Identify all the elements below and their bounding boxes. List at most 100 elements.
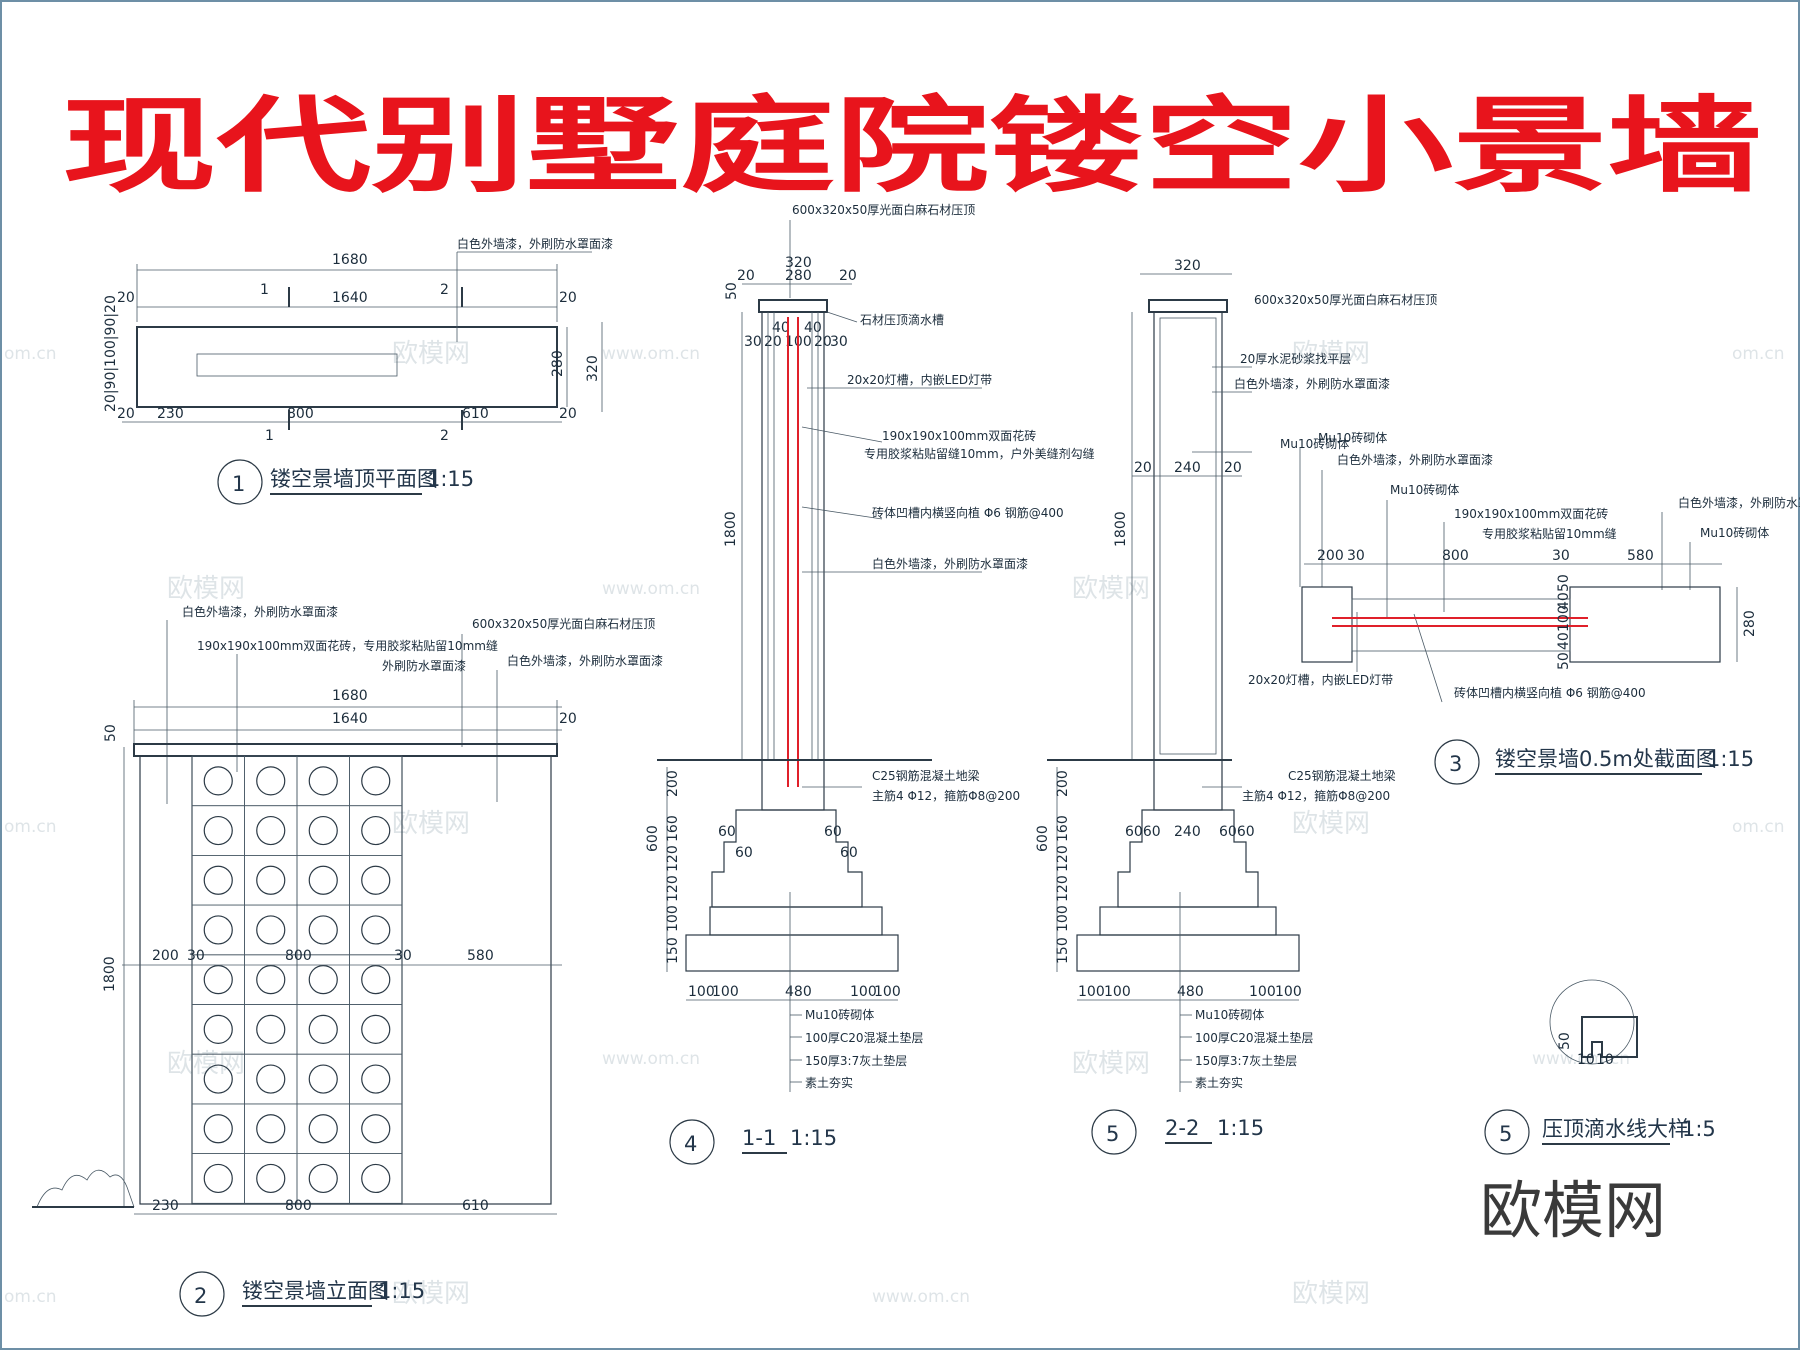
watermark-text: 欧模网: [1292, 339, 1370, 369]
sec11-note: 主筋4 Φ12，箍筋Φ8@200: [872, 788, 1020, 803]
watermark-url: om.cn: [4, 344, 57, 364]
dim-label: 60: [840, 845, 858, 861]
view-number: 4: [684, 1132, 697, 1156]
dim-label: 50: [1557, 1032, 1573, 1050]
brick-opening: [203, 865, 233, 895]
sec05-note: Mu10砖砌体: [1700, 525, 1769, 540]
dim-label: 1800: [1113, 511, 1129, 547]
dim-label: 580: [1627, 548, 1654, 564]
flower-brick: [296, 1053, 350, 1105]
sec22-note: 100厚C20混凝土垫层: [1195, 1030, 1314, 1045]
dim-label: 800: [287, 406, 314, 422]
section-1-1-view: 600x320x50厚光面白麻石材压顶 320 20 280 20 50 石材压…: [645, 202, 1095, 1165]
dim-label: 30: [744, 334, 762, 350]
watermark-url: www.om.cn: [602, 1049, 700, 1069]
brick-opening: [256, 915, 286, 945]
dim-label: 280: [550, 350, 566, 377]
watermark-url: www.om.cn: [602, 344, 700, 364]
flower-brick: [349, 1053, 403, 1105]
dim-label: 20: [559, 406, 577, 422]
view-number: 5: [1106, 1122, 1119, 1146]
brick-opening: [361, 915, 391, 945]
watermark-url: om.cn: [1732, 344, 1785, 364]
brick-opening: [361, 815, 391, 846]
flower-brick: [191, 1004, 245, 1055]
view-number: 2: [194, 1284, 207, 1308]
view-scale: 1:5: [1682, 1117, 1716, 1141]
view-title: 镂空景墙顶平面图: [270, 467, 438, 491]
sec22-note: 白色外墙漆，外刷防水罩面漆: [1234, 376, 1390, 391]
drawing-title: 现代别墅庭院镂空小景墙: [62, 85, 1762, 207]
flower-brick: [296, 755, 350, 807]
dim-label: 10: [1596, 1052, 1614, 1068]
dim-label: 280: [1742, 610, 1758, 637]
watermark-text: 欧模网: [1292, 809, 1370, 839]
dim-label: 1680: [332, 688, 368, 704]
sec05-note: 砖体凹槽内横竖向植 Φ6 钢筋@400: [1454, 685, 1646, 700]
sec11-note: 150厚3:7灰土垫层: [805, 1053, 907, 1068]
brick-opening: [203, 1114, 233, 1144]
sec11-note: 石材压顶滴水槽: [860, 312, 944, 327]
dim-label: 100: [1556, 605, 1572, 632]
watermark-url: www.om.cn: [1532, 1049, 1630, 1069]
dim-label: 230: [157, 406, 184, 422]
dim-label: 120: [665, 875, 681, 902]
brand-logo-text: 欧模网: [1480, 1174, 1666, 1247]
dim-label: 120: [1055, 845, 1071, 872]
view-title: 压顶滴水线大样: [1542, 1117, 1689, 1141]
dim-label: 30: [394, 948, 412, 964]
dim-label: 1640: [332, 290, 368, 306]
flower-brick: [349, 755, 403, 807]
brick-opening: [203, 915, 233, 945]
flower-brick: [191, 855, 245, 906]
brick-opening: [256, 965, 286, 995]
watermark-url: www.om.cn: [872, 1287, 970, 1307]
dim-label: 60: [718, 824, 736, 840]
sec05-note: Mu10砖砌体: [1318, 430, 1387, 445]
sec05-note: 专用胶浆粘贴留10mm缝: [1482, 526, 1617, 541]
flower-brick: [296, 805, 350, 856]
flower-brick: [244, 1103, 298, 1155]
dim-label: 100: [688, 984, 715, 1000]
dim-label: 20: [839, 268, 857, 284]
dim-label: 580: [467, 948, 494, 964]
shrub-symbol: [36, 1169, 135, 1208]
plan-view: 1680 1640 20 20 1 2 白色外墙漆，外刷防水罩面漆 280 32…: [103, 236, 613, 505]
sec22-note: C25钢筋混凝土地梁: [1288, 768, 1396, 783]
view-scale: 1:15: [1217, 1116, 1264, 1140]
brick-opening: [308, 766, 338, 796]
brick-opening: [256, 815, 286, 846]
view-title: 1-1: [742, 1126, 776, 1150]
brick-opening: [256, 1114, 286, 1144]
watermark-text: 欧模网: [1072, 1049, 1150, 1079]
watermark-text: 欧模网: [1292, 1279, 1370, 1309]
elev-note: 白色外墙漆，外刷防水罩面漆: [182, 604, 338, 619]
watermark-url: om.cn: [4, 817, 57, 837]
elev-note: 白色外墙漆，外刷防水罩面漆: [507, 653, 663, 668]
dim-label: 40: [772, 320, 790, 336]
dim-label: 40: [1556, 592, 1572, 610]
dim-label: 480: [785, 984, 812, 1000]
section-mark-2: 2: [440, 282, 449, 298]
sec05-note: Mu10砖砌体: [1390, 482, 1459, 497]
dim-label: 100: [1249, 984, 1276, 1000]
sec05-note: 190x190x100mm双面花砖: [1454, 506, 1608, 521]
dim-label: 100: [1078, 984, 1105, 1000]
dim-label: 800: [1442, 548, 1469, 564]
view-number: 5: [1499, 1122, 1512, 1146]
dim-label: 30: [830, 334, 848, 350]
flower-brick: [349, 1004, 403, 1055]
flower-brick: [296, 1103, 350, 1155]
dim-label: 20: [737, 268, 755, 284]
dim-label: 480: [1177, 984, 1204, 1000]
dim-label: 1640: [332, 711, 368, 727]
flower-brick: [349, 1103, 403, 1155]
flower-brick: [191, 805, 245, 856]
sec05-note: 20x20灯槽，内嵌LED灯带: [1248, 673, 1393, 687]
brick-opening: [308, 915, 338, 945]
flower-brick: [244, 755, 298, 807]
sec22-note: Mu10砖砌体: [1195, 1007, 1264, 1022]
dim-label: 100: [874, 984, 901, 1000]
watermark-layer: 欧模网 欧模网 欧模网 欧模网 欧模网 欧模网 欧模网 欧模网 欧模网 欧模网 …: [4, 339, 1785, 1309]
